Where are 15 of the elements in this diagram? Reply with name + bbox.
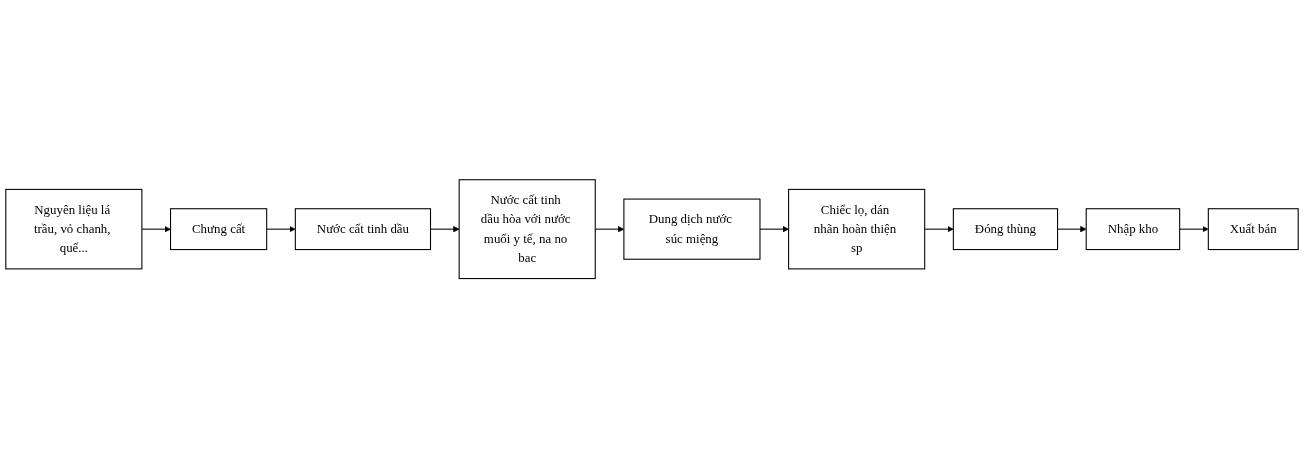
arrow	[141, 226, 171, 233]
node-box: Nước cất tinh dầu	[294, 208, 432, 251]
node-box: Dung dịch nước súc miệng	[623, 198, 761, 261]
arrow	[1057, 226, 1087, 233]
node-box: Chiếc lọ, dán nhãn hoàn thiện sp	[788, 189, 926, 270]
arrow	[266, 226, 296, 233]
node-box: Nguyên liệu lá trầu, vỏ chanh, quế...	[5, 189, 143, 270]
node-box: Nước cất tinh dầu hòa với nước muối y tế, na no bac	[458, 179, 596, 280]
node-box: Xuất bán	[1207, 208, 1299, 251]
arrow	[1179, 226, 1209, 233]
arrow	[924, 226, 954, 233]
node-box: Đóng thùng	[952, 208, 1059, 251]
node-box: Chưng cất	[170, 208, 268, 251]
arrow	[759, 226, 789, 233]
node-box: Nhập kho	[1085, 208, 1181, 251]
